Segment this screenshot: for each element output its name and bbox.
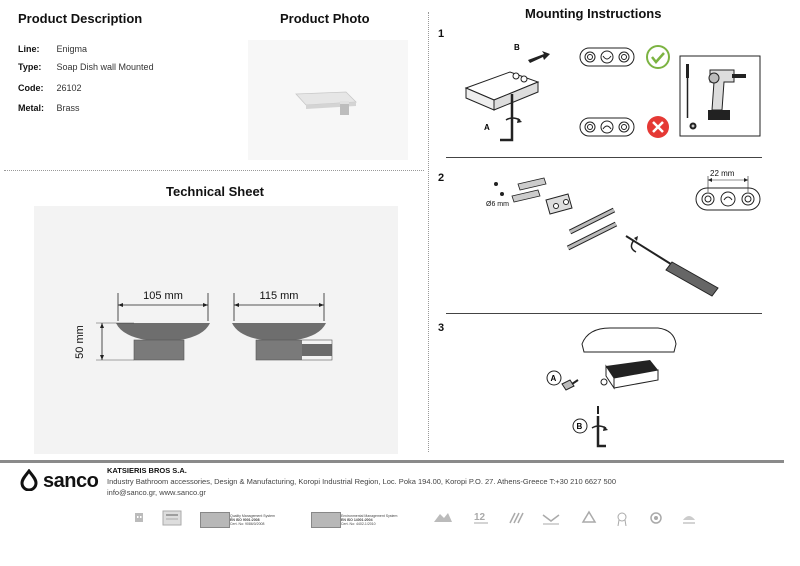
spec-code-label: Code: [18, 83, 44, 93]
soap-dish-photo [295, 91, 357, 115]
svg-text:A: A [484, 123, 490, 132]
sanco-logo-icon [18, 468, 40, 492]
company-contact: info@sanco.gr, www.sanco.gr [107, 488, 206, 497]
step-1-svg: B A [464, 43, 761, 142]
step-2-number: 2 [438, 172, 445, 184]
easy-install-icon [542, 514, 560, 525]
column-divider [428, 12, 429, 452]
spec-line-value: Enigma [56, 44, 88, 54]
spec-type-value: Soap Dish wall Mounted [56, 62, 154, 72]
cert-standard: EN ISO 14001:2004 [341, 518, 373, 522]
product-photo [248, 40, 408, 160]
step-2-illustration: Ø6 mm 22 mm [448, 162, 768, 308]
technical-sheet-heading: Technical Sheet [166, 184, 265, 199]
spec-line: Line: Enigma [18, 44, 87, 54]
company-address: Industry Bathroom accessories, Design & … [107, 477, 616, 486]
12-years-icon: 12 [474, 512, 488, 524]
product-photo-heading: Product Photo [280, 11, 370, 26]
spec-type-label: Type: [18, 62, 42, 72]
technical-drawing: 105 mm 115 mm 50 mm [34, 206, 398, 454]
made-in-greece-icon [434, 513, 452, 522]
spec-code: Code: 26102 [18, 83, 82, 93]
mounting-heading: Mounting Instructions [525, 6, 662, 21]
step-3-illustration: A B [540, 322, 690, 452]
cert-title: Environmental Management System [341, 514, 398, 518]
hole-spacing-label: 22 mm [710, 169, 735, 178]
warranty-icon [650, 512, 662, 524]
cert-title: Quality Management System [230, 514, 275, 518]
recycle-icon [581, 510, 597, 523]
iso14001-cert: Environmental Management System EN ISO 1… [341, 514, 411, 526]
spec-metal: Metal: Brass [18, 103, 80, 113]
step-2-svg [494, 176, 761, 297]
sanco-logo-text: sanco [43, 470, 99, 492]
company-name: KATSIERIS BROS S.A. [107, 466, 187, 475]
step-divider [446, 157, 762, 158]
step-divider [446, 313, 762, 314]
100-percent-icon [162, 510, 182, 526]
dimension-height: 50 mm [74, 325, 86, 359]
step-3-svg: A B [546, 327, 677, 448]
drill-diameter-label: Ø6 mm [486, 201, 509, 208]
iso9001-cert-icon [200, 512, 230, 528]
iso14001-cert-icon [311, 512, 341, 528]
product-description-heading: Product Description [18, 11, 143, 26]
hotels-icon [135, 513, 143, 522]
spec-type: Type: Soap Dish wall Mounted [18, 62, 154, 72]
svg-text:12: 12 [474, 512, 486, 523]
step-1-number: 1 [438, 28, 445, 40]
quality-icon [617, 512, 627, 526]
footer-divider [0, 460, 784, 463]
cert-number: Cert. No: 4402-1/2010 [341, 522, 376, 526]
spec-code-value: 26102 [56, 83, 82, 93]
section-divider [4, 170, 424, 171]
cert-standard: EN ISO 9001:2008 [230, 518, 260, 522]
spec-line-label: Line: [18, 44, 40, 54]
step-3-number: 3 [438, 322, 445, 334]
svg-text:A: A [551, 374, 557, 383]
step-1-illustration: B A [448, 34, 768, 152]
svg-text:B: B [514, 43, 520, 52]
cert-number: Cert. No: 9086/0/2008 [230, 522, 265, 526]
svg-text:B: B [577, 422, 583, 431]
dimension-width-front: 105 mm [143, 290, 183, 302]
technical-drawing-svg [96, 293, 333, 361]
dimension-width-side: 115 mm [259, 290, 299, 302]
spec-metal-value: Brass [56, 103, 80, 113]
iso9001-cert: Quality Management System EN ISO 9001:20… [230, 514, 300, 526]
spec-metal-label: Metal: [18, 103, 45, 113]
brass-icon [683, 516, 695, 524]
finish-icon [509, 512, 524, 524]
